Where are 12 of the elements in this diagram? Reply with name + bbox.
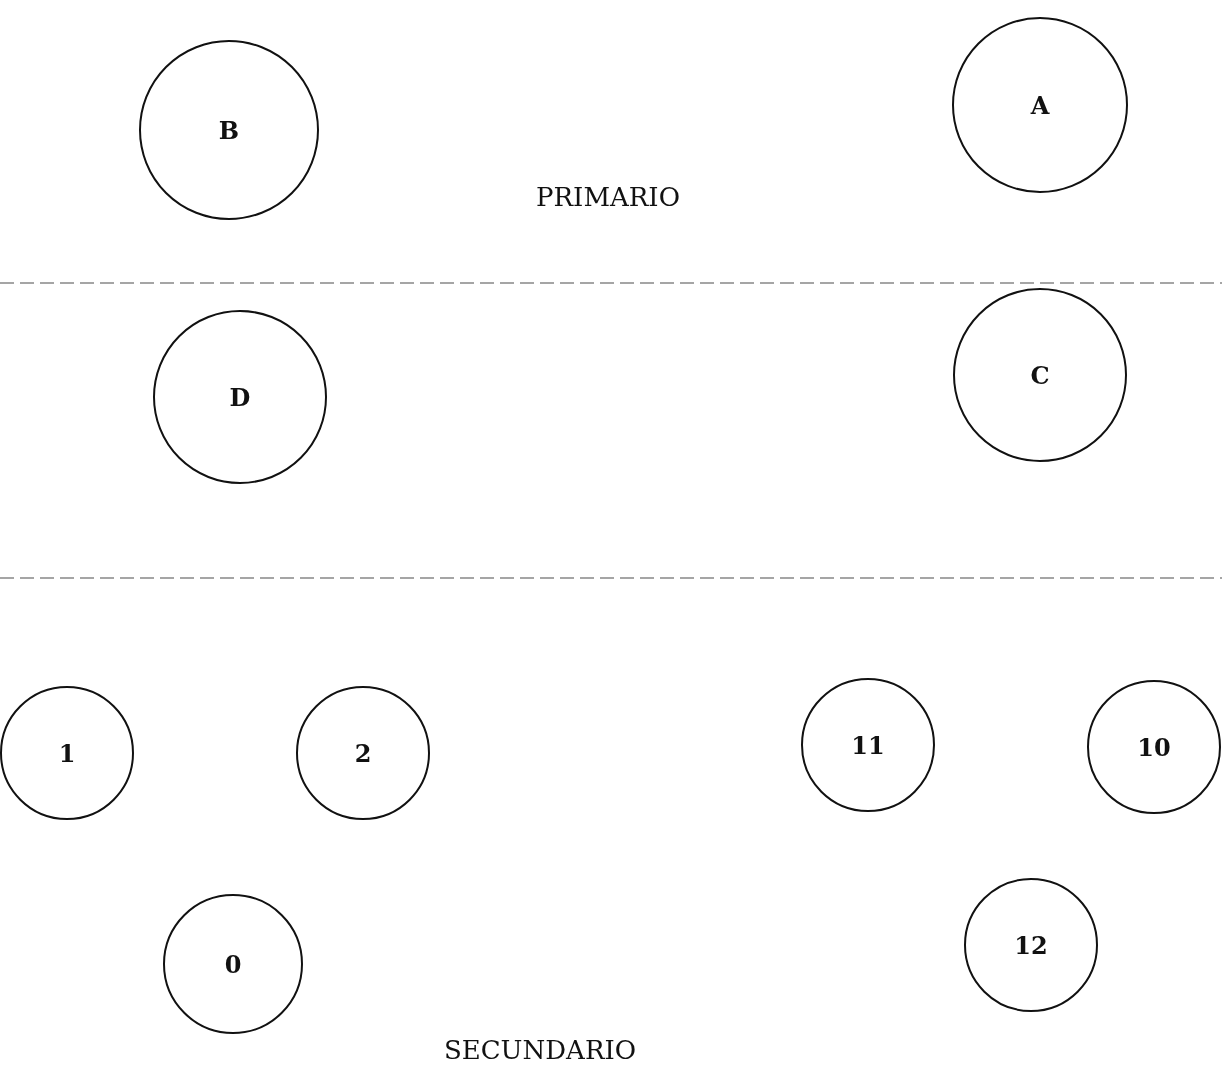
labeled-circle: 10: [1087, 680, 1221, 814]
labeled-circle: 11: [801, 678, 935, 812]
labeled-circle: 0: [163, 894, 303, 1034]
labeled-circle: 2: [296, 686, 430, 820]
labeled-circle: C: [953, 288, 1127, 462]
labeled-circle: 12: [964, 878, 1098, 1012]
labeled-circle: B: [139, 40, 319, 220]
section-label: SECUNDARIO: [443, 1035, 637, 1065]
section-label: PRIMARIO: [536, 182, 680, 212]
labeled-circle: D: [153, 310, 327, 484]
labeled-circle: 1: [0, 686, 134, 820]
labeled-circle: A: [952, 17, 1128, 193]
